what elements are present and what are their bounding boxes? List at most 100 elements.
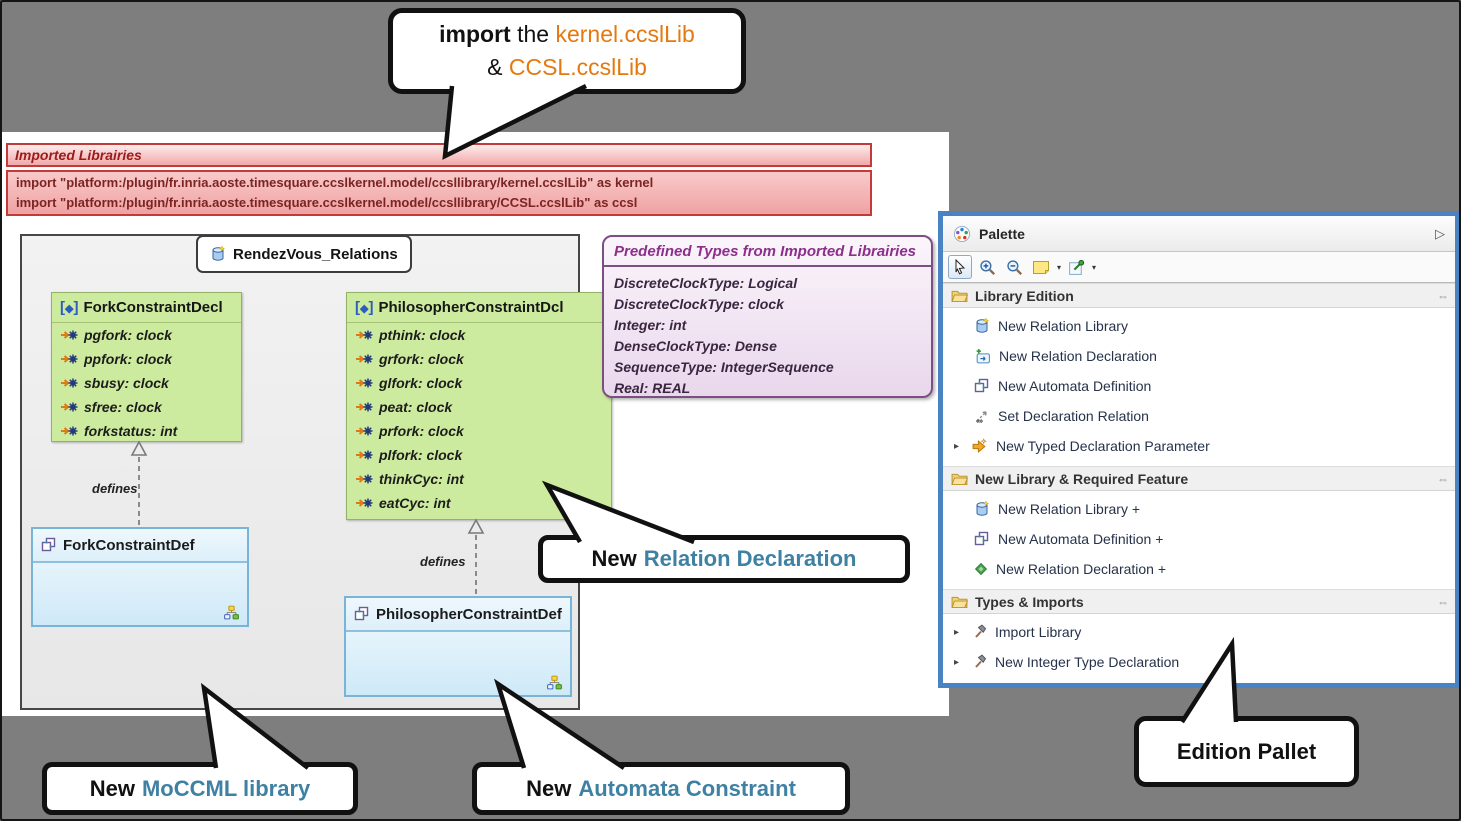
clock-attribute-icon bbox=[61, 354, 78, 364]
attribute-row[interactable]: grfork: clock bbox=[347, 347, 611, 371]
relation-library-icon bbox=[976, 318, 990, 333]
predefined-type: Integer: int bbox=[614, 317, 687, 333]
green-diamond-icon bbox=[974, 562, 988, 576]
clock-attribute-icon bbox=[356, 402, 373, 412]
callout-line: & CCSL.ccslLib bbox=[487, 54, 647, 80]
diagram-tab[interactable]: RendezVous_Relations bbox=[196, 235, 412, 273]
predefined-types-note[interactable]: Predefined Types from Imported Librairie… bbox=[602, 235, 933, 398]
hierarchy-icon bbox=[546, 675, 563, 690]
palette-item-new-relation-declaration-plus[interactable]: New Relation Declaration + bbox=[943, 554, 1455, 584]
callout-new-relation-declaration: New Relation Declaration bbox=[538, 535, 910, 583]
palette-item-set-declaration-relation[interactable]: Set Declaration Relation bbox=[943, 401, 1455, 431]
attribute-row[interactable]: eatCyc: int bbox=[347, 491, 611, 515]
clock-attribute-icon bbox=[356, 354, 373, 364]
import-statement: import "platform:/plugin/fr.inria.aoste.… bbox=[16, 195, 638, 210]
node-philosopher-constraint-def[interactable]: PhilosopherConstraintDef bbox=[344, 596, 572, 697]
zoom-out-button[interactable] bbox=[1002, 255, 1026, 279]
palette-section-new-library-required-feature[interactable]: New Library & Required Feature ⇔ bbox=[943, 466, 1455, 491]
clock-attribute-icon bbox=[61, 378, 78, 388]
palette-item-new-integer-type-declaration[interactable]: ▸ New Integer Type Declaration bbox=[954, 654, 1180, 670]
pinned-note-dropdown-icon[interactable]: ▾ bbox=[1092, 262, 1097, 272]
attribute-row[interactable]: sbusy: clock bbox=[52, 371, 241, 395]
node-title: ForkConstraintDecl bbox=[83, 299, 223, 316]
automata-definition-icon bbox=[41, 537, 57, 553]
pinned-note-tool-button[interactable] bbox=[1064, 255, 1088, 279]
attribute-row[interactable]: plfork: clock bbox=[347, 443, 611, 467]
diagram-tab-label: RendezVous_Relations bbox=[233, 245, 398, 263]
note-tool-button[interactable] bbox=[1029, 255, 1053, 279]
attribute-row[interactable]: glfork: clock bbox=[347, 371, 611, 395]
palette-item-new-typed-declaration-parameter[interactable]: ▸ New Typed Declaration Parameter bbox=[954, 437, 1210, 454]
palette-item-new-automata-definition-plus[interactable]: New Automata Definition + bbox=[943, 524, 1455, 554]
node-header: PhilosopherConstraintDef bbox=[346, 598, 570, 632]
node-header: ForkConstraintDef bbox=[33, 529, 247, 563]
section-label: Types & Imports bbox=[975, 593, 1084, 610]
folder-icon bbox=[951, 289, 968, 302]
palette-section-types-imports[interactable]: Types & Imports ⇔ bbox=[943, 589, 1455, 614]
palette-section-library-edition[interactable]: Library Edition ⇔ bbox=[943, 283, 1455, 308]
relation-library-icon bbox=[210, 246, 226, 262]
palette-panel: Palette ▷ ▾ ▾ bbox=[938, 211, 1459, 688]
attribute-row[interactable]: prfork: clock bbox=[347, 419, 611, 443]
callout-new-automata-constraint: New Automata Constraint bbox=[472, 762, 850, 815]
class-diamond-icon: [◆] bbox=[355, 299, 374, 316]
palette-item-new-relation-library-plus[interactable]: New Relation Library + bbox=[943, 494, 1455, 524]
node-fork-constraint-def[interactable]: ForkConstraintDef bbox=[31, 527, 249, 627]
node-header: [◆] PhilosopherConstraintDcl bbox=[347, 293, 611, 323]
select-tool-button[interactable] bbox=[948, 255, 972, 279]
collapse-palette-icon[interactable]: ▷ bbox=[1435, 225, 1445, 241]
attribute-row[interactable]: peat: clock bbox=[347, 395, 611, 419]
attribute-row[interactable]: pthink: clock bbox=[347, 323, 611, 347]
callout-import-libraries: import the kernel.ccslLib & CCSL.ccslLib bbox=[388, 8, 746, 94]
palette-item-new-relation-declaration[interactable]: New Relation Declaration bbox=[943, 341, 1455, 371]
class-diamond-icon: [◆] bbox=[60, 299, 79, 316]
attribute-row[interactable]: pgfork: clock bbox=[52, 323, 241, 347]
zoom-in-button[interactable] bbox=[975, 255, 999, 279]
expander-icon[interactable]: ▸ bbox=[954, 626, 960, 638]
clock-attribute-icon bbox=[356, 330, 373, 340]
defines-label: defines bbox=[420, 554, 466, 569]
section-label: Library Edition bbox=[975, 287, 1074, 304]
expander-icon[interactable]: ▸ bbox=[954, 656, 960, 668]
note-dropdown-icon[interactable]: ▾ bbox=[1057, 262, 1062, 272]
node-title: PhilosopherConstraintDcl bbox=[378, 299, 564, 316]
defines-edges bbox=[130, 440, 485, 596]
palette-title: Palette bbox=[979, 225, 1025, 242]
expander-icon[interactable]: ▸ bbox=[954, 440, 960, 452]
imported-libraries-body[interactable]: import "platform:/plugin/fr.inria.aoste.… bbox=[6, 170, 872, 216]
palette-items: New Relation Library + New Automata Defi… bbox=[943, 491, 1455, 589]
defines-label: defines bbox=[92, 481, 138, 496]
clock-attribute-icon bbox=[356, 426, 373, 436]
attribute-row[interactable]: thinkCyc: int bbox=[347, 467, 611, 491]
pin-section-icon[interactable]: ⇔ bbox=[1437, 471, 1449, 486]
hammer-icon bbox=[975, 624, 987, 638]
relation-declaration-icon bbox=[976, 348, 990, 363]
palette-item-import-library[interactable]: ▸ Import Library bbox=[954, 624, 1082, 640]
palette-item-new-relation-library[interactable]: New Relation Library bbox=[943, 311, 1455, 341]
pinned-note-icon bbox=[1068, 259, 1084, 275]
palette-icon bbox=[953, 225, 971, 243]
zoom-in-icon bbox=[979, 259, 995, 275]
diagram-canvas[interactable]: RendezVous_Relations [◆] ForkConstraintD… bbox=[20, 234, 612, 710]
zoom-out-icon bbox=[1006, 259, 1022, 275]
imported-libraries-header[interactable]: Imported Librairies bbox=[6, 143, 872, 167]
predefined-type: DiscreteClockType: Logical bbox=[614, 275, 798, 291]
pin-section-icon[interactable]: ⇔ bbox=[1437, 594, 1449, 609]
hierarchy-icon bbox=[223, 605, 240, 620]
palette-items: New Relation Library New Relation Declar… bbox=[943, 308, 1455, 466]
predefined-types-title: Predefined Types from Imported Librairie… bbox=[604, 237, 931, 267]
node-fork-constraint-decl[interactable]: [◆] ForkConstraintDecl pgfork: clock ppf… bbox=[51, 292, 242, 442]
palette-toolbar: ▾ ▾ bbox=[943, 252, 1455, 283]
editor-canvas: Imported Librairies import "platform:/pl… bbox=[2, 132, 949, 716]
palette-item-new-automata-definition[interactable]: New Automata Definition bbox=[943, 371, 1455, 401]
import-statement: import "platform:/plugin/fr.inria.aoste.… bbox=[16, 175, 654, 190]
palette-items: ▸ Import Library ▸ New Integer Type Decl… bbox=[943, 614, 1455, 682]
defines-arrowhead bbox=[467, 518, 485, 534]
callout-line: import the kernel.ccslLib bbox=[439, 21, 695, 47]
attribute-row[interactable]: forkstatus: int bbox=[52, 419, 241, 443]
pin-section-icon[interactable]: ⇔ bbox=[1437, 288, 1449, 303]
attribute-row[interactable]: ppfork: clock bbox=[52, 347, 241, 371]
defines-arrowhead bbox=[130, 440, 148, 456]
attribute-row[interactable]: sfree: clock bbox=[52, 395, 241, 419]
int-attribute-icon bbox=[61, 426, 78, 436]
